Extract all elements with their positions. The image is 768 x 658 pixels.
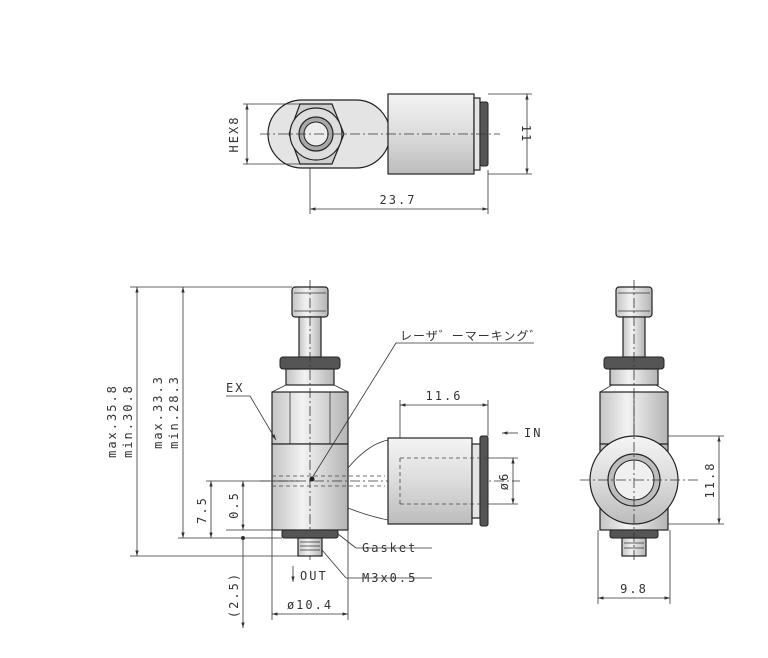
top-height-label: 11 <box>519 125 533 143</box>
gasket-label: Gasket <box>362 541 417 555</box>
max-body-label: max.33.3 <box>151 375 165 449</box>
ex-label: EX <box>226 381 244 395</box>
thread-length-label: (2.5) <box>227 572 241 618</box>
tube-od-label: ø6 <box>497 472 511 490</box>
hex-label: HEX8 <box>227 116 241 153</box>
side-view: 11.8 9.8 <box>580 280 724 604</box>
top-view: HEX8 11 23.7 <box>227 93 533 214</box>
hex-body <box>271 391 349 445</box>
body-diameter-label: ø10.4 <box>287 598 333 612</box>
release-cap <box>479 435 489 527</box>
in-label: IN <box>524 426 542 440</box>
out-label: OUT <box>300 569 328 583</box>
tube-fitting <box>387 437 473 525</box>
thread-label: M3x0.5 <box>362 571 417 585</box>
front-view: max.35.8 min.30.8 max.33.3 min.28.3 7.5 … <box>105 280 542 628</box>
top-length-label: 23.7 <box>380 193 417 207</box>
min-body-label: min.28.3 <box>167 375 181 449</box>
laser-point <box>309 476 315 482</box>
height-75-label: 7.5 <box>195 496 209 524</box>
laser-marking-label: レーザ゛ーマーキング゛ <box>400 329 542 343</box>
thread-m3 <box>297 537 323 557</box>
min-overall-label: min.30.8 <box>121 384 135 458</box>
tube-length-label: 11.6 <box>426 389 463 403</box>
height-05-label: 0.5 <box>227 491 241 519</box>
side-width-label: 9.8 <box>620 582 648 596</box>
max-overall-label: max.35.8 <box>105 384 119 458</box>
side-height-label: 11.8 <box>703 462 717 499</box>
gasket <box>281 529 339 539</box>
release-ring <box>471 443 481 519</box>
